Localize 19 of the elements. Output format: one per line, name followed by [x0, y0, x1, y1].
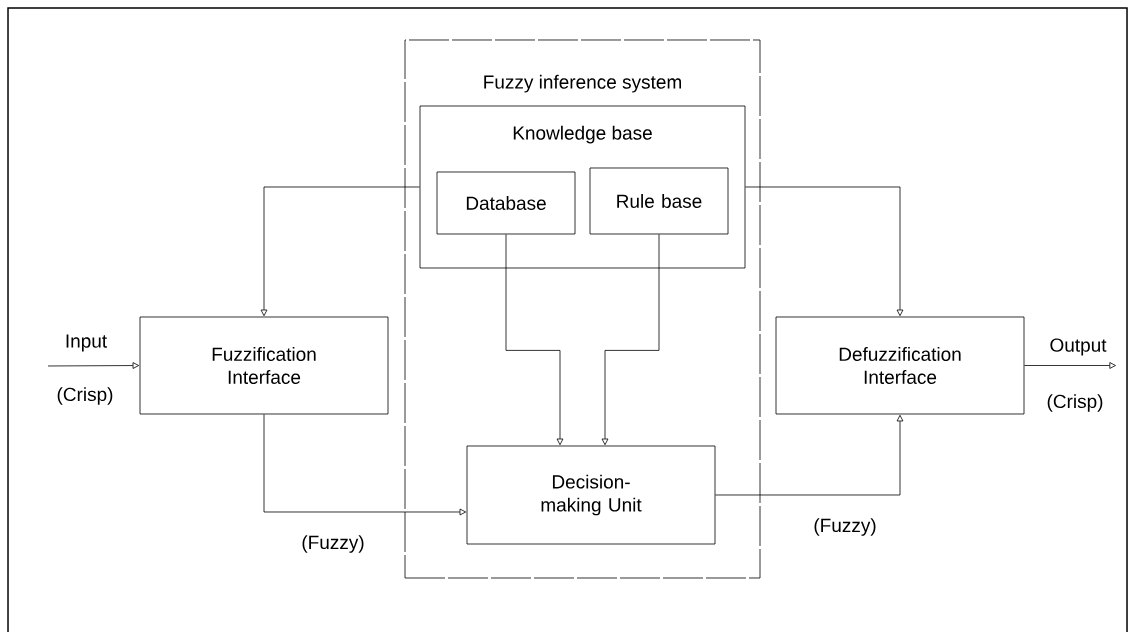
arrow — [260, 186, 420, 317]
process-box: Database — [436, 171, 576, 235]
edge-label: (Fuzzy) — [814, 518, 876, 536]
edge-label: (Fuzzy) — [302, 535, 364, 553]
edge-label: Input — [66, 334, 107, 352]
arrow — [47, 362, 140, 369]
edge-label: Output — [1050, 338, 1107, 356]
arrow — [745, 186, 904, 317]
process-box: Defuzzification Interface — [775, 316, 1025, 415]
arrow — [505, 234, 564, 446]
signal-label: (Crisp) — [1047, 394, 1103, 412]
process-box: Rule base — [589, 167, 729, 235]
process-box: Decision-making Unit — [466, 445, 716, 545]
arrow — [263, 414, 467, 516]
arrow — [601, 234, 660, 446]
process-box: Fuzzification Interface — [139, 316, 389, 415]
arrow — [715, 414, 904, 496]
signal-label: (Crisp) — [57, 387, 113, 405]
arrow — [1024, 362, 1116, 369]
